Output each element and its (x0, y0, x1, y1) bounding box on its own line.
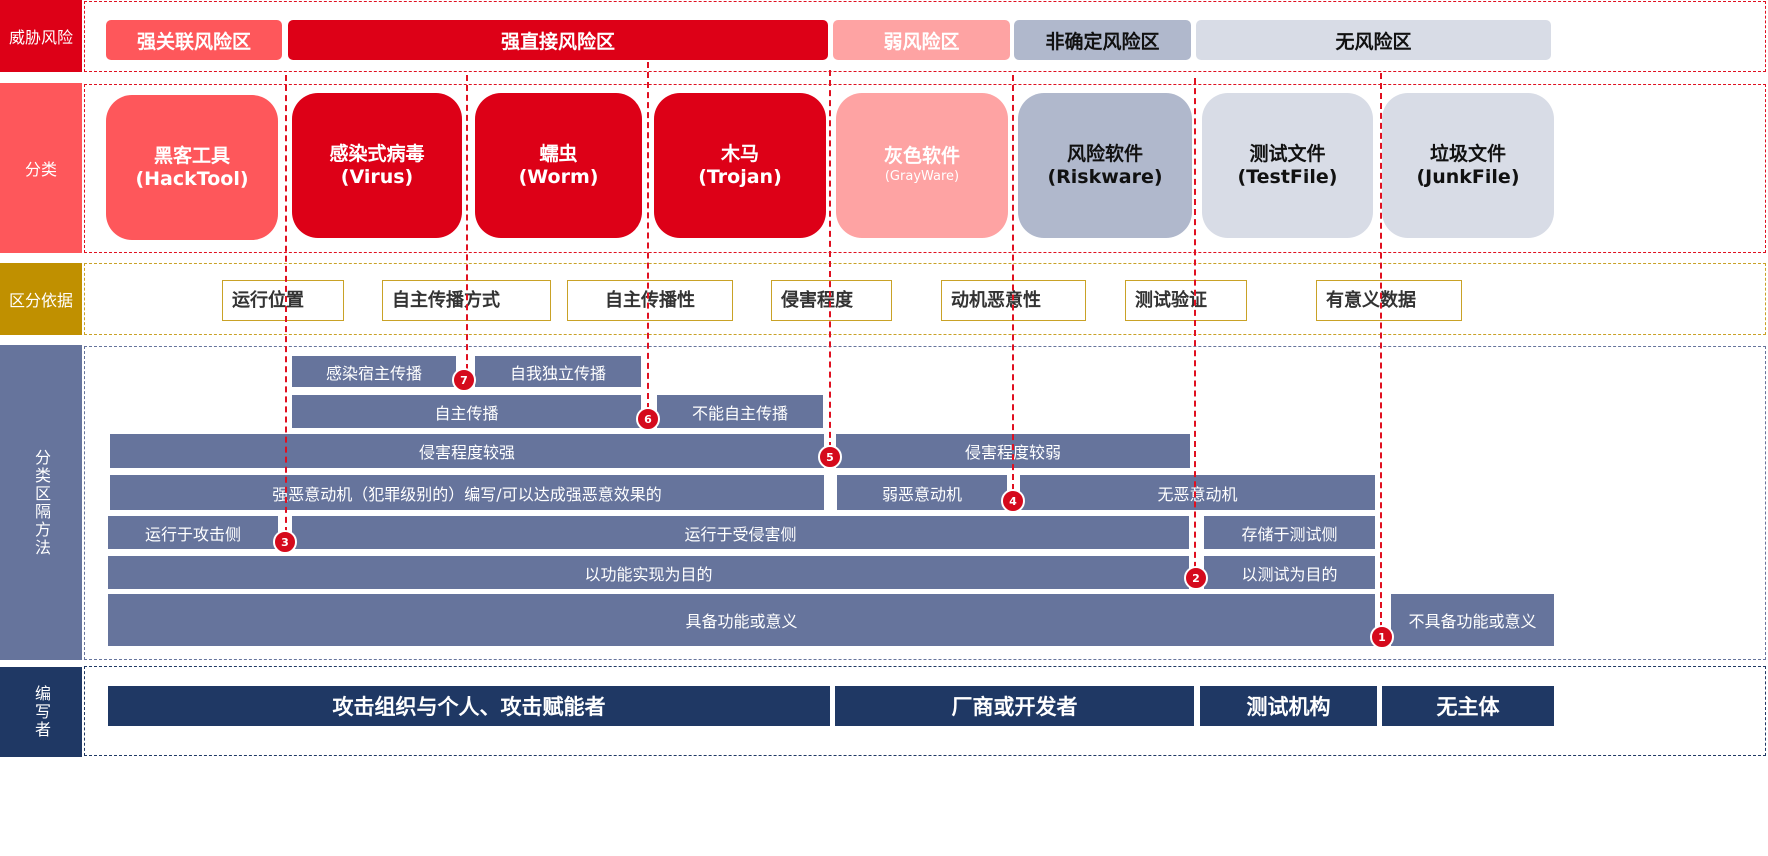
category-virus: 感染式病毒 (Virus) (292, 93, 462, 238)
author-vendors: 厂商或开发者 (835, 686, 1194, 726)
bar-non-autonomous: 不能自主传播 (657, 395, 823, 428)
category-name: 风险软件 (1066, 142, 1143, 165)
row-label-threat-risk: 威胁风险 (0, 0, 82, 72)
badge-2: 2 (1184, 566, 1208, 590)
criterion-meaningful-data: 有意义数据 (1316, 280, 1462, 321)
badge-5: 5 (818, 445, 842, 469)
category-en: (HackTool) (135, 167, 249, 190)
bar-victim-side: 运行于受侵害侧 (292, 516, 1189, 549)
bar-strong-malice: 强恶意动机（犯罪级别的）编写/可以达成强恶意效果的 (110, 475, 824, 510)
band-threat-risk (84, 1, 1766, 72)
band-author (84, 666, 1766, 756)
divider-line-2 (1194, 78, 1196, 578)
category-name: 灰色软件 (883, 145, 960, 167)
bar-autonomous: 自主传播 (292, 395, 641, 428)
category-en: (GrayWare) (884, 169, 960, 184)
bar-has-meaning: 具备功能或意义 (108, 594, 1375, 646)
bar-no-meaning: 不具备功能或意义 (1391, 594, 1554, 646)
criterion-label: 自主传播性 (605, 290, 695, 311)
divider-line-7 (466, 75, 468, 380)
zone-weak: 弱风险区 (833, 20, 1010, 60)
row-label-basis: 区分依据 (0, 263, 82, 335)
category-riskware: 风险软件 (Riskware) (1018, 93, 1192, 238)
divider-line-4 (1012, 75, 1014, 500)
badge-7: 7 (452, 368, 476, 392)
zone-strong-related: 强关联风险区 (106, 20, 282, 60)
criterion-harm-degree: 侵害程度 (771, 280, 892, 321)
bar-self-independent: 自我独立传播 (475, 356, 641, 387)
badge-1: 1 (1370, 625, 1394, 649)
row-label-method: 分类区隔方法 (0, 345, 82, 660)
band-basis (84, 263, 1766, 335)
category-en: (Virus) (340, 165, 414, 188)
category-en: (Riskware) (1047, 165, 1163, 188)
criterion-run-location: 运行位置 (222, 280, 344, 321)
divider-line-6 (647, 62, 649, 419)
category-grayware: 灰色软件 (GrayWare) (836, 93, 1008, 238)
author-test-institutions: 测试机构 (1200, 686, 1377, 726)
category-testfile: 测试文件 (TestFile) (1202, 93, 1373, 238)
author-none: 无主体 (1382, 686, 1554, 726)
row-label-author: 编写者 (0, 667, 82, 757)
author-attackers: 攻击组织与个人、攻击赋能者 (108, 686, 830, 726)
category-en: (Worm) (518, 165, 599, 188)
zone-uncertain: 非确定风险区 (1014, 20, 1191, 60)
badge-6: 6 (636, 407, 660, 431)
band-category (84, 84, 1766, 253)
bar-no-malice: 无恶意动机 (1020, 475, 1375, 510)
badge-4: 4 (1001, 489, 1025, 513)
criterion-autonomous-propagation: 自主传播性 (567, 280, 733, 321)
category-name: 黑客工具 (153, 144, 230, 167)
zone-strong-direct: 强直接风险区 (288, 20, 828, 60)
bar-test-side: 存储于测试侧 (1204, 516, 1375, 549)
divider-line-3 (285, 75, 287, 543)
divider-line-5 (829, 70, 831, 458)
category-en: (Trojan) (698, 165, 782, 188)
category-name: 测试文件 (1249, 142, 1326, 165)
band-method (84, 346, 1766, 660)
category-trojan: 木马 (Trojan) (654, 93, 826, 238)
category-en: (JunkFile) (1416, 165, 1520, 188)
criterion-test-verification: 测试验证 (1125, 280, 1247, 321)
category-worm: 蠕虫 (Worm) (475, 93, 642, 238)
zone-no-risk: 无风险区 (1196, 20, 1551, 60)
bar-infect-host: 感染宿主传播 (292, 356, 456, 387)
category-name: 垃圾文件 (1429, 142, 1506, 165)
divider-line-1 (1380, 73, 1382, 638)
bar-attacker-side: 运行于攻击侧 (108, 516, 278, 549)
category-name: 感染式病毒 (329, 142, 425, 165)
category-junkfile: 垃圾文件 (JunkFile) (1382, 93, 1554, 238)
category-name: 蠕虫 (539, 142, 578, 165)
bar-function-goal: 以功能实现为目的 (108, 556, 1189, 589)
bar-harm-strong: 侵害程度较强 (110, 434, 824, 468)
category-en: (TestFile) (1237, 165, 1338, 188)
bar-test-goal: 以测试为目的 (1204, 556, 1375, 589)
row-label-category: 分类 (0, 83, 82, 253)
category-hacktool: 黑客工具 (HackTool) (106, 95, 278, 240)
bar-weak-malice: 弱恶意动机 (837, 475, 1007, 510)
badge-3: 3 (273, 530, 297, 554)
category-name: 木马 (720, 142, 759, 165)
